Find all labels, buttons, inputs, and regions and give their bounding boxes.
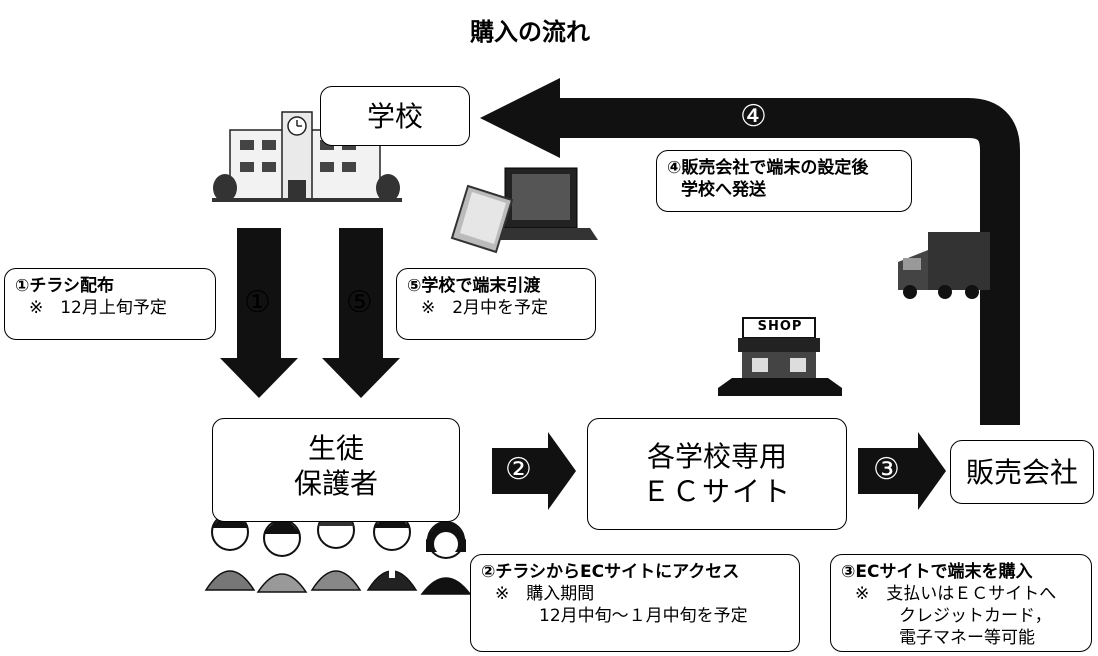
- ec-site-label-line2: ＥＣサイト: [641, 475, 792, 508]
- note-step3-body-line3: 電子マネー等可能: [899, 628, 1035, 649]
- school-node-label: 学校: [366, 99, 423, 133]
- note-step5-body: ※ 2月中を予定: [421, 298, 549, 319]
- note-step3-body-line1: ※ 支払いはＥＣサイトへ: [855, 584, 1057, 605]
- shop-icon: [718, 317, 842, 396]
- vendor-node-label: 販売会社: [965, 455, 1078, 489]
- note-step5: ⑤学校で端末引渡 ※ 2月中を予定: [396, 268, 596, 340]
- tablet-computer-icon: [450, 167, 598, 254]
- vendor-node: 販売会社: [950, 440, 1094, 504]
- note-step4: ④販売会社で端末の設定後 学校へ発送: [656, 150, 912, 212]
- note-step4-title-line2: 学校へ発送: [681, 180, 766, 201]
- note-step2-title: ②チラシからECサイトにアクセス: [481, 562, 740, 582]
- step3-marker: ③: [873, 452, 900, 487]
- students-parents-node: 生徒 保護者: [212, 418, 460, 522]
- step2-marker: ②: [505, 452, 532, 487]
- page-title: 購入の流れ: [470, 18, 590, 46]
- arrow-step5-head: [322, 358, 400, 398]
- arrow-step4: [555, 98, 1020, 425]
- note-step3-body-line2: クレジットカード，: [899, 606, 1052, 627]
- note-step2-body-line1: ※ 購入期間: [495, 584, 595, 605]
- note-step2: ②チラシからECサイトにアクセス ※ 購入期間 12月中旬～１月中旬を予定: [470, 554, 800, 652]
- note-step3-title: ③ECサイトで端末を購入: [841, 562, 1033, 582]
- note-step1: ①チラシ配布 ※ 12月上旬予定: [4, 268, 216, 340]
- parents-label: 保護者: [293, 467, 378, 500]
- arrow-step3-shaft: [858, 448, 920, 494]
- arrow-step4-head: [480, 78, 560, 158]
- arrow-step2-head: [548, 432, 576, 510]
- arrow-step2-shaft: [492, 448, 550, 494]
- students-label: 生徒: [307, 432, 364, 465]
- school-node: 学校: [320, 86, 470, 146]
- shop-sign-label: SHOP: [757, 319, 803, 334]
- ec-site-label-line1: 各学校専用: [646, 440, 787, 473]
- note-step1-title: ①チラシ配布: [15, 276, 115, 296]
- arrow-step1-shaft: [237, 228, 281, 358]
- note-step1-body: ※ 12月上旬予定: [29, 298, 167, 319]
- note-step3: ③ECサイトで端末を購入 ※ 支払いはＥＣサイトへ クレジットカード， 電子マネ…: [830, 554, 1092, 652]
- ec-site-node: 各学校専用 ＥＣサイト: [587, 418, 847, 530]
- arrow-step1-head: [220, 358, 298, 398]
- note-step2-body-line2: 12月中旬～１月中旬を予定: [539, 606, 748, 627]
- step4-marker: ④: [740, 99, 767, 134]
- people-group-icon: [204, 511, 472, 595]
- note-step5-title: ⑤学校で端末引渡: [407, 276, 541, 296]
- note-step4-title-line1: ④販売会社で端末の設定後: [667, 158, 869, 178]
- step5-marker: ⑤: [346, 285, 373, 320]
- arrow-step3-head: [918, 432, 946, 510]
- arrow-step5-shaft: [339, 228, 383, 358]
- step1-marker: ①: [244, 285, 271, 320]
- delivery-truck-icon: [898, 232, 990, 299]
